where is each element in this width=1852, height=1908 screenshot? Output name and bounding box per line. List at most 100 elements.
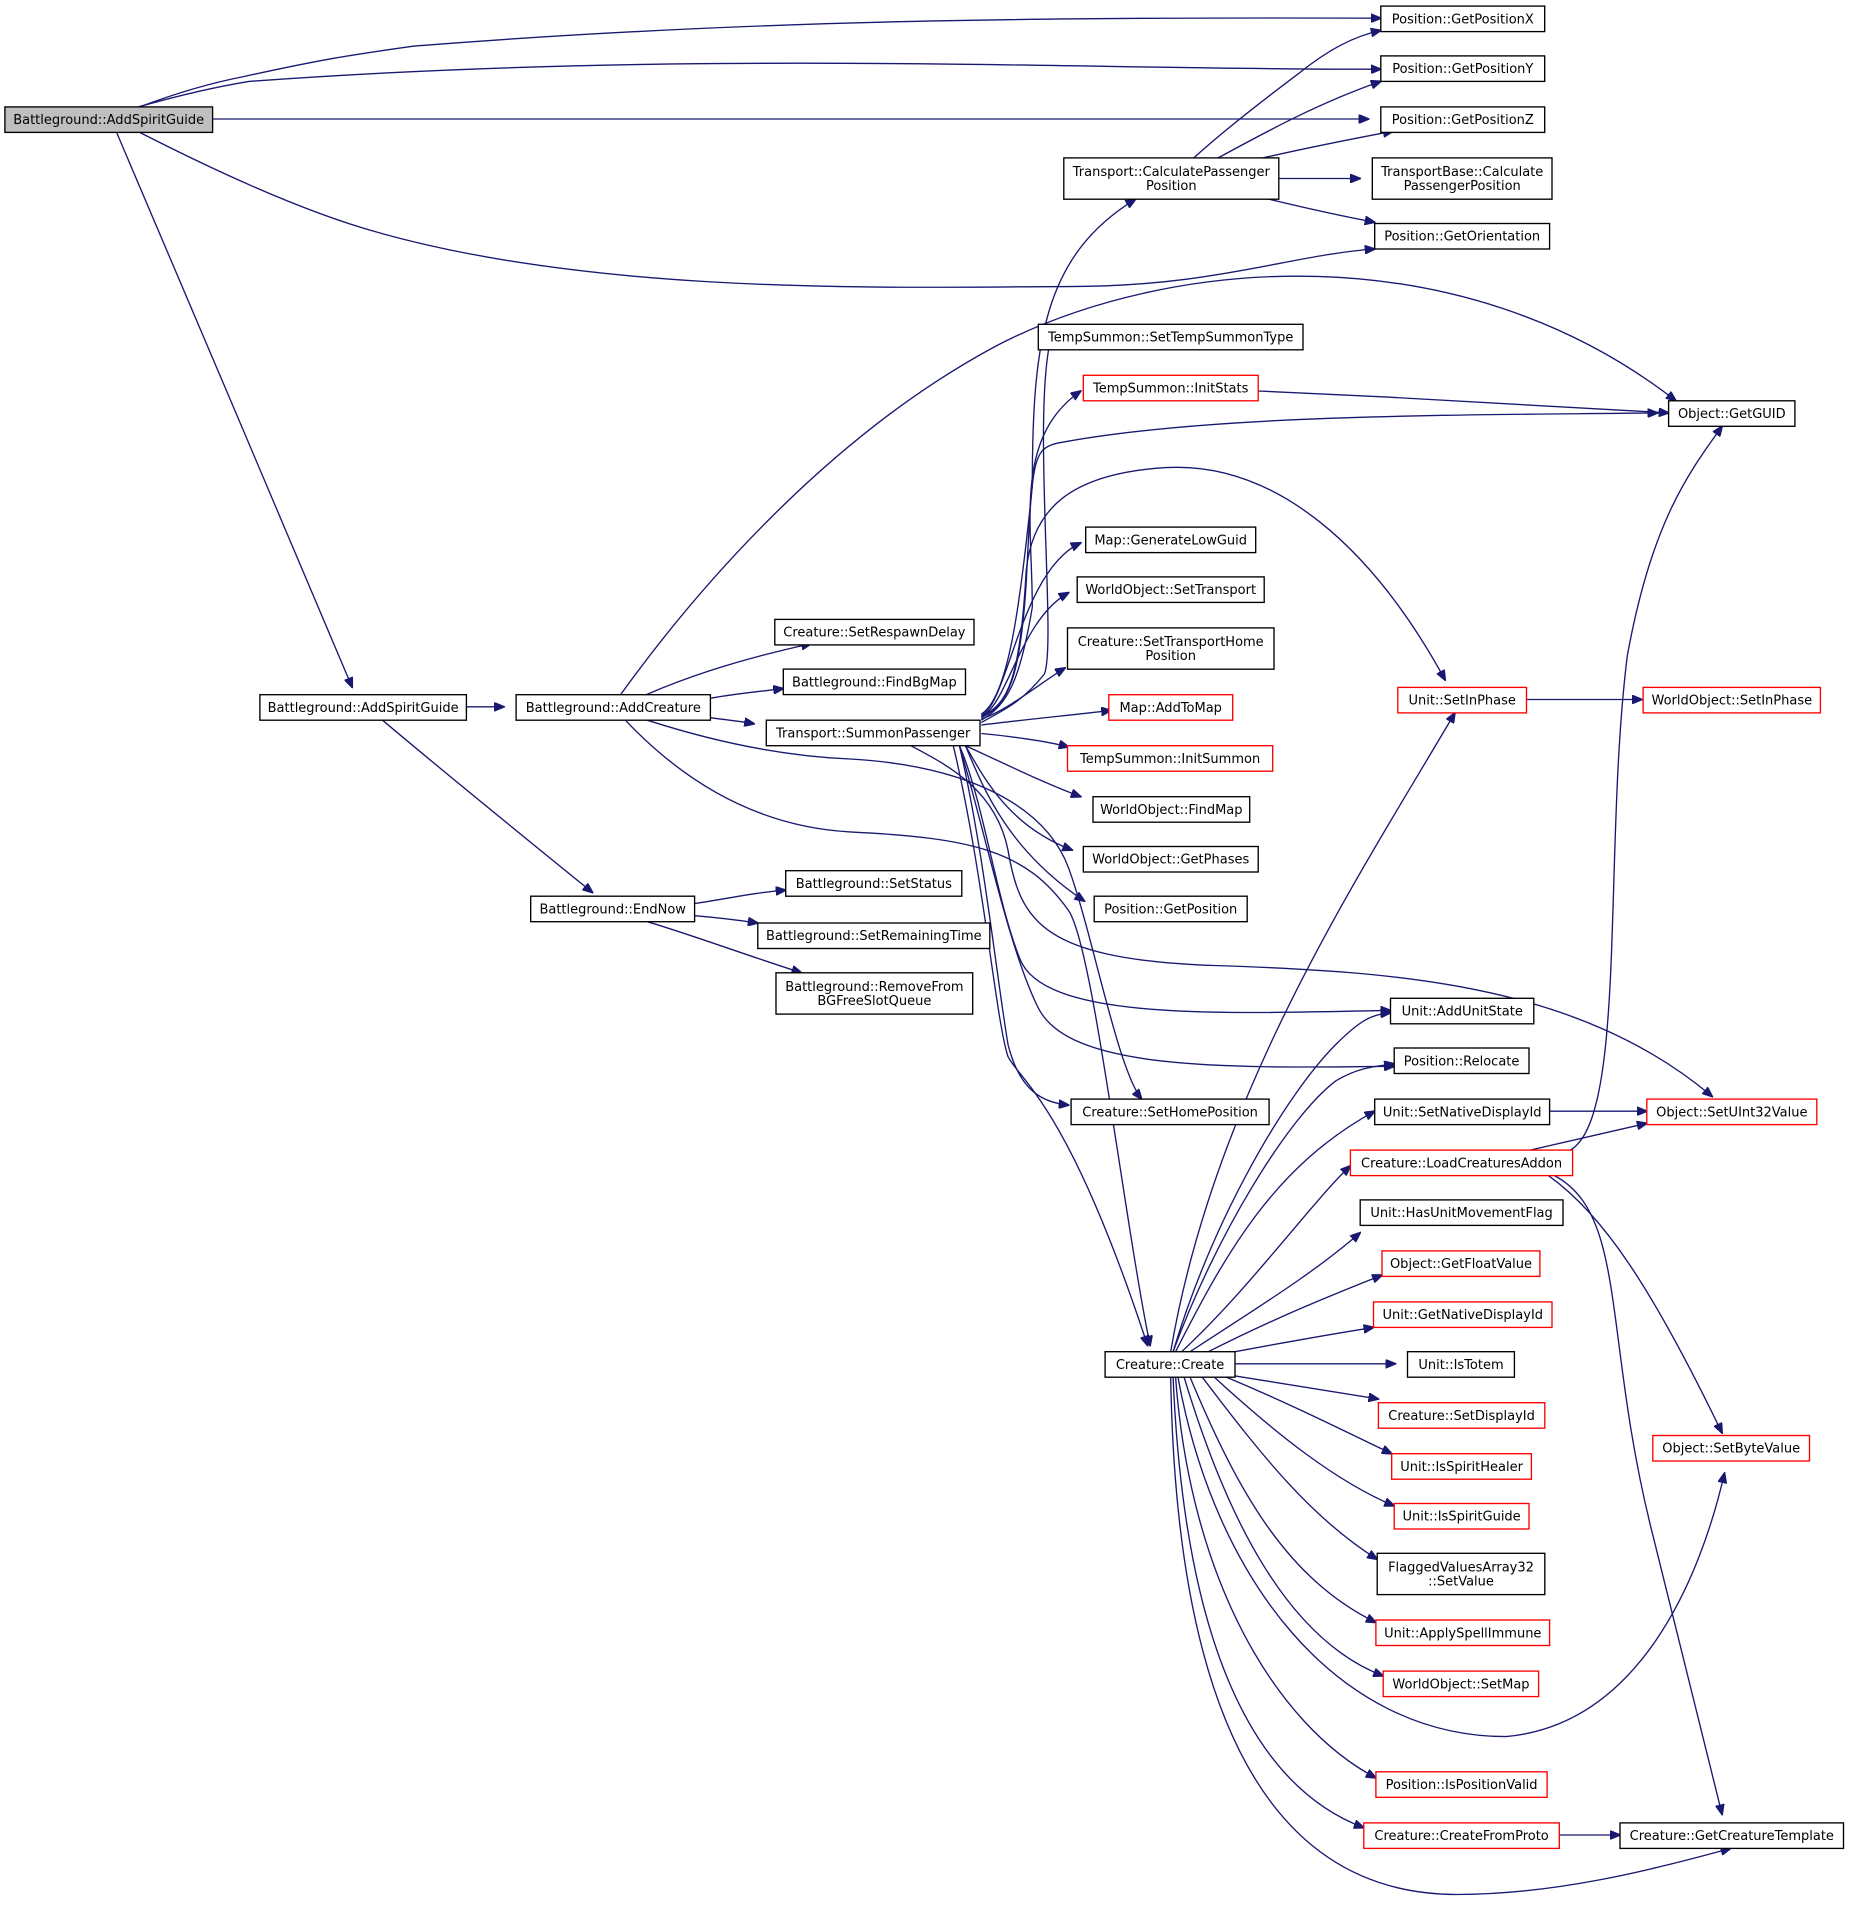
function-label: Position::Relocate [1404, 1054, 1520, 1069]
call-edge [980, 413, 1657, 719]
function-node[interactable]: Battleground::EndNow [530, 895, 696, 923]
function-node[interactable]: WorldObject::SetTransport [1076, 576, 1265, 604]
function-box [782, 668, 967, 696]
function-node[interactable]: WorldObject::FindMap [1092, 796, 1251, 823]
function-node[interactable]: WorldObject::SetMap [1382, 1670, 1540, 1698]
function-node[interactable]: Position::GetPositionY [1380, 55, 1546, 83]
function-node[interactable]: Creature::Create [1104, 1351, 1236, 1378]
function-node[interactable]: Unit::ApplySpellImmune [1375, 1619, 1551, 1647]
function-label: Creature::GetCreatureTemplate [1630, 1829, 1834, 1844]
call-edge [980, 199, 1135, 715]
function-node[interactable]: Creature::SetDisplayId [1377, 1402, 1546, 1429]
function-node[interactable]: Object::SetUInt32Value [1646, 1098, 1818, 1126]
function-node[interactable]: Creature::SetRespawnDelay [774, 618, 975, 646]
call-edge [115, 132, 353, 687]
function-node[interactable]: WorldObject::SetInPhase [1642, 686, 1822, 714]
function-node[interactable]: Battleground::AddCreature [515, 694, 712, 721]
function-node[interactable]: Battleground::FindBgMap [782, 668, 967, 696]
function-box [1371, 157, 1553, 200]
function-node[interactable]: Transport::SummonPassenger [765, 719, 981, 747]
function-box [1397, 686, 1528, 714]
call-edge [624, 719, 1150, 1345]
function-node[interactable]: Object::SetByteValue [1652, 1434, 1811, 1462]
call-edge [1201, 1376, 1377, 1559]
function-node[interactable]: Creature::GetCreatureTemplate [1619, 1822, 1845, 1850]
function-label: Unit::SetNativeDisplayId [1383, 1105, 1542, 1120]
function-node[interactable]: Map::AddToMap [1108, 694, 1234, 721]
function-node[interactable]: FlaggedValuesArray32::SetValue [1376, 1552, 1546, 1596]
function-box [1070, 1098, 1270, 1126]
call-edge [139, 18, 1381, 108]
function-label: Battleground::AddSpiritGuide [268, 701, 459, 716]
function-node[interactable]: Unit::IsTotem [1406, 1351, 1516, 1378]
function-node[interactable]: TransportBase::CalculatePassengerPositio… [1371, 157, 1553, 200]
function-node[interactable]: Object::GetGUID [1667, 400, 1796, 427]
function-label: FlaggedValuesArray32 [1388, 1560, 1534, 1575]
function-box [1374, 222, 1551, 250]
function-box [1066, 627, 1275, 670]
function-box [515, 694, 712, 721]
function-node[interactable]: Position::IsPositionValid [1375, 1771, 1548, 1798]
function-box [1393, 1047, 1530, 1075]
function-node[interactable]: Position::GetPositionX [1380, 5, 1546, 33]
function-node[interactable]: TempSummon::InitStats [1082, 374, 1259, 402]
function-node[interactable]: Unit::SetNativeDisplayId [1374, 1098, 1551, 1126]
call-edge [694, 890, 786, 905]
function-box [1063, 157, 1280, 200]
call-edge [981, 593, 1068, 718]
function-node[interactable]: WorldObject::GetPhases [1082, 845, 1259, 873]
function-node[interactable]: Unit::AddUnitState [1389, 997, 1535, 1025]
function-label: ::SetValue [1428, 1574, 1494, 1589]
function-label: WorldObject::GetPhases [1092, 853, 1249, 868]
function-node[interactable]: Unit::IsSpiritHealer [1391, 1453, 1533, 1480]
function-box [1393, 1502, 1530, 1530]
function-box [1391, 1453, 1533, 1480]
function-node[interactable]: Position::GetPositionZ [1380, 106, 1546, 134]
function-node[interactable]: Creature::LoadCreaturesAddon [1349, 1149, 1574, 1177]
call-edge [1172, 1064, 1394, 1352]
function-box [1382, 1670, 1540, 1698]
function-box [1037, 323, 1304, 351]
function-node[interactable]: TempSummon::InitSummon [1066, 745, 1274, 772]
function-node[interactable]: Unit::IsSpiritGuide [1393, 1502, 1530, 1530]
call-edge [1174, 1111, 1375, 1353]
function-box [765, 719, 981, 747]
function-node[interactable]: Position::GetOrientation [1374, 222, 1551, 250]
call-edge [965, 745, 1081, 797]
call-edge [647, 719, 1141, 1099]
function-node[interactable]: Map::GenerateLowGuid [1085, 526, 1257, 554]
call-edge [964, 745, 1085, 901]
call-edge [1170, 1377, 1731, 1896]
function-box [1108, 694, 1234, 721]
function-node[interactable]: Position::GetPosition [1093, 895, 1248, 923]
function-node: Battleground::AddSpiritGuide [4, 106, 214, 134]
function-node[interactable]: Battleground::SetRemainingTime [757, 922, 991, 950]
call-edge [980, 340, 1050, 724]
call-edge [1234, 1375, 1378, 1399]
function-label: Unit::IsSpiritGuide [1403, 1510, 1521, 1525]
function-node[interactable]: Unit::GetNativeDisplayId [1372, 1301, 1553, 1329]
call-edge [1189, 1376, 1376, 1622]
function-node[interactable]: Position::Relocate [1393, 1047, 1530, 1075]
function-node[interactable]: Battleground::SetStatus [785, 870, 963, 897]
call-edge [620, 275, 1676, 696]
call-edge [980, 543, 1081, 716]
function-label: Position::GetPosition [1104, 903, 1237, 918]
call-edge [694, 915, 758, 923]
function-node[interactable]: TempSummon::SetTempSummonType [1037, 323, 1304, 351]
function-node[interactable]: Creature::SetHomePosition [1070, 1098, 1270, 1126]
function-node[interactable]: Battleground::AddSpiritGuide [259, 694, 468, 721]
function-node[interactable]: Unit::HasUnitMovementFlag [1359, 1199, 1564, 1227]
function-node[interactable]: Creature::CreateFromProto [1363, 1822, 1560, 1850]
function-box [1085, 526, 1257, 554]
call-edge [981, 668, 1065, 720]
function-label: Position::GetPositionZ [1392, 113, 1534, 128]
function-node[interactable]: Unit::SetInPhase [1397, 686, 1528, 714]
function-box [1372, 1301, 1553, 1329]
call-edge [645, 644, 811, 696]
function-node[interactable]: Object::GetFloatValue [1381, 1250, 1541, 1278]
